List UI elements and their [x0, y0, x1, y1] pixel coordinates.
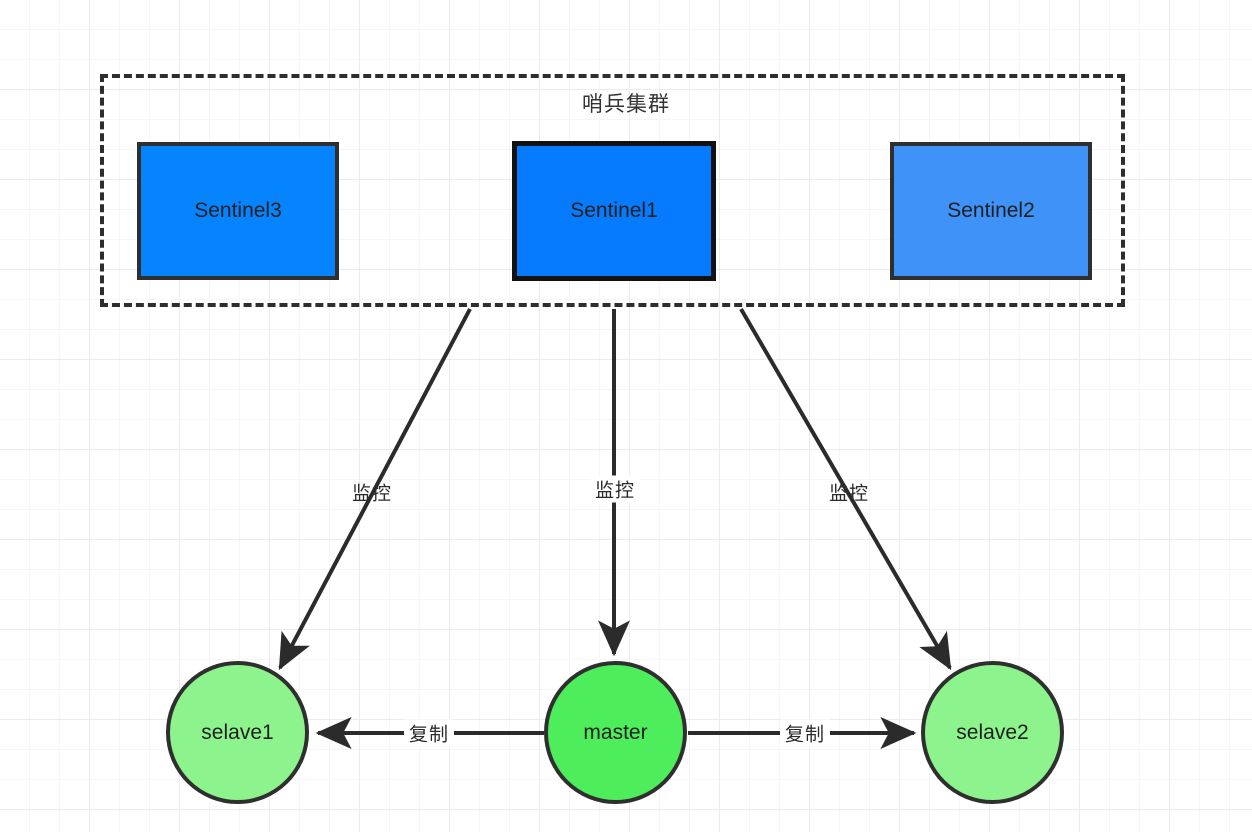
edge-label-monitor-slave1: 监控 — [351, 483, 393, 505]
node-sentinel1[interactable]: Sentinel1 — [512, 141, 716, 281]
node-master[interactable]: master — [544, 661, 687, 804]
edge-label-replicate-slave1: 复制 — [403, 719, 455, 747]
edge-label-monitor-slave2: 监控 — [828, 483, 870, 505]
node-sentinel2-label: Sentinel2 — [947, 199, 1035, 222]
node-selave1[interactable]: selave1 — [166, 661, 309, 804]
sentinel-cluster-title: 哨兵集群 — [582, 93, 670, 116]
node-selave1-label: selave1 — [201, 720, 274, 744]
node-sentinel3-label: Sentinel3 — [194, 199, 282, 222]
node-sentinel3[interactable]: Sentinel3 — [137, 142, 339, 280]
sentinel-cluster-container[interactable] — [100, 74, 1125, 307]
node-master-label: master — [583, 720, 648, 744]
node-selave2[interactable]: selave2 — [921, 661, 1064, 804]
edge-label-monitor-master: 监控 — [589, 475, 641, 503]
node-sentinel1-label: Sentinel1 — [570, 199, 658, 222]
node-selave2-label: selave2 — [956, 720, 1029, 744]
node-sentinel2[interactable]: Sentinel2 — [890, 142, 1092, 280]
edge-label-replicate-slave2: 复制 — [779, 719, 831, 747]
